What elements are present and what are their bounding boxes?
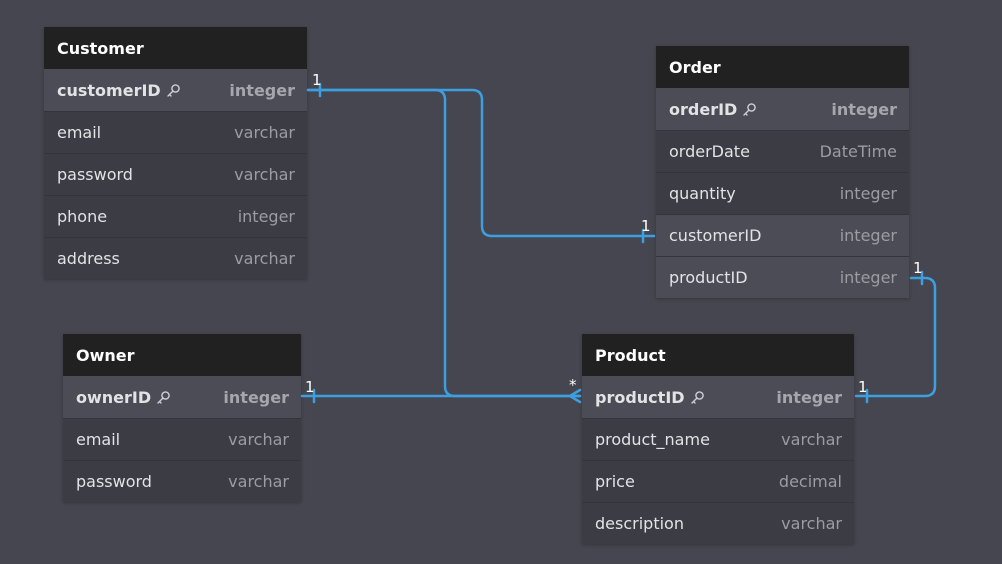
field-type: integer xyxy=(839,226,897,245)
connector-customer-order xyxy=(306,88,656,238)
field-row[interactable]: product_name varchar xyxy=(582,418,854,460)
cardinality-label: 1 xyxy=(305,378,315,396)
field-type: integer xyxy=(237,207,295,226)
field-name: phone xyxy=(57,207,108,226)
field-type: varchar xyxy=(234,123,295,142)
field-name: password xyxy=(57,165,133,184)
key-icon xyxy=(742,102,757,117)
table-title: Product xyxy=(582,334,854,376)
field-name: orderDate xyxy=(669,142,750,161)
field-row[interactable]: customerID integer xyxy=(44,69,307,111)
field-row[interactable]: password varchar xyxy=(63,460,301,502)
field-row[interactable]: quantity integer xyxy=(656,172,909,214)
field-name: quantity xyxy=(669,184,736,203)
field-type: integer xyxy=(776,387,842,407)
field-type: DateTime xyxy=(819,142,897,161)
table-customer[interactable]: Customer customerID integer email varcha… xyxy=(44,27,307,279)
cardinality-label: 1 xyxy=(913,259,923,277)
field-type: varchar xyxy=(234,249,295,268)
field-row[interactable]: email varchar xyxy=(63,418,301,460)
field-row[interactable]: orderDate DateTime xyxy=(656,130,909,172)
field-type: integer xyxy=(839,184,897,203)
field-row[interactable]: price decimal xyxy=(582,460,854,502)
field-row[interactable]: description varchar xyxy=(582,502,854,544)
field-name-wrap: productID xyxy=(595,388,705,407)
key-icon xyxy=(156,390,171,405)
field-name: customerID xyxy=(57,80,161,100)
field-name: description xyxy=(595,514,684,533)
field-type: varchar xyxy=(234,165,295,184)
field-type: integer xyxy=(831,99,897,119)
connector-customer-product xyxy=(306,88,582,398)
field-name: orderID xyxy=(669,99,738,119)
field-name: password xyxy=(76,472,152,491)
field-name: customerID xyxy=(669,226,762,245)
field-type: integer xyxy=(839,268,897,287)
table-title: Order xyxy=(656,46,909,88)
field-type: varchar xyxy=(781,430,842,449)
field-row[interactable]: address varchar xyxy=(44,237,307,279)
table-title: Customer xyxy=(44,27,307,69)
field-name: price xyxy=(595,472,635,491)
key-icon xyxy=(690,390,705,405)
field-name-wrap: ownerID xyxy=(76,388,171,407)
field-type: decimal xyxy=(778,472,842,491)
field-row[interactable]: password varchar xyxy=(44,153,307,195)
field-name: address xyxy=(57,249,120,268)
field-row[interactable]: email varchar xyxy=(44,111,307,153)
field-type: varchar xyxy=(228,472,289,491)
cardinality-label: 1 xyxy=(312,71,322,89)
field-name: productID xyxy=(595,387,685,407)
field-name: email xyxy=(57,123,102,142)
field-type: varchar xyxy=(228,430,289,449)
field-row[interactable]: customerID integer xyxy=(656,214,909,256)
key-icon xyxy=(166,83,181,98)
field-row[interactable]: phone integer xyxy=(44,195,307,237)
field-row[interactable]: orderID integer xyxy=(656,88,909,130)
field-type: varchar xyxy=(781,514,842,533)
field-name-wrap: customerID xyxy=(57,81,181,100)
field-name: email xyxy=(76,430,121,449)
table-owner[interactable]: Owner ownerID integer email varchar pass… xyxy=(63,334,301,502)
field-name: ownerID xyxy=(76,387,152,407)
field-row[interactable]: productID integer xyxy=(656,256,909,298)
field-type: integer xyxy=(223,387,289,407)
field-row[interactable]: ownerID integer xyxy=(63,376,301,418)
cardinality-label: * xyxy=(569,376,577,394)
table-product[interactable]: Product productID integer product_name v… xyxy=(582,334,854,544)
field-name-wrap: orderID xyxy=(669,100,757,119)
field-type: integer xyxy=(229,80,295,100)
field-row[interactable]: productID integer xyxy=(582,376,854,418)
cardinality-label: 1 xyxy=(641,217,651,235)
table-title: Owner xyxy=(63,334,301,376)
table-order[interactable]: Order orderID integer orderDate DateTime… xyxy=(656,46,909,298)
cardinality-label: 1 xyxy=(858,378,868,396)
field-name: product_name xyxy=(595,430,710,449)
field-name: productID xyxy=(669,268,748,287)
